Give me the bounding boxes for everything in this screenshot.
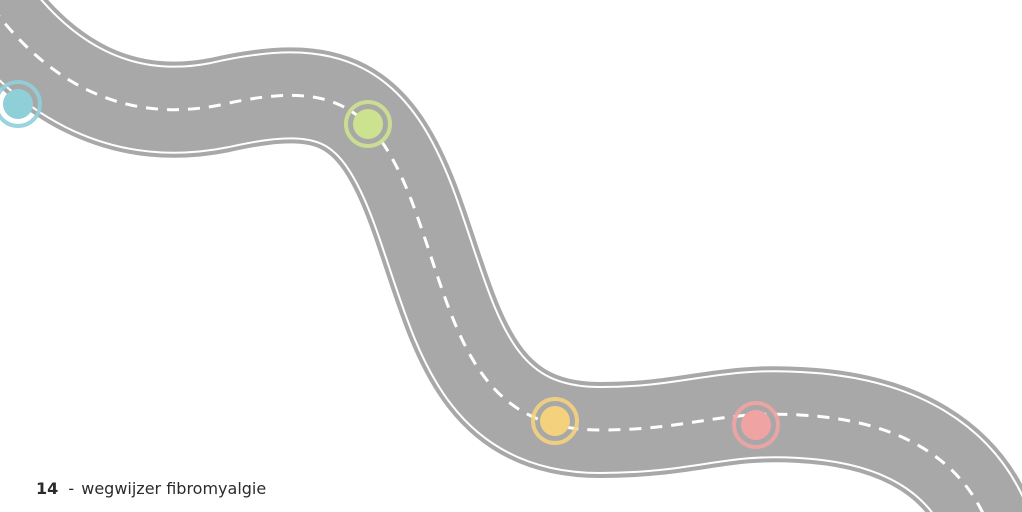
road [0, 0, 990, 512]
page-number: 14 [36, 479, 58, 498]
footer-separator: - [68, 479, 74, 498]
document-title: wegwijzer fibromyalgie [81, 479, 266, 498]
page-footer: 14 - wegwijzer fibromyalgie [36, 479, 266, 498]
road-lane [0, 0, 990, 512]
